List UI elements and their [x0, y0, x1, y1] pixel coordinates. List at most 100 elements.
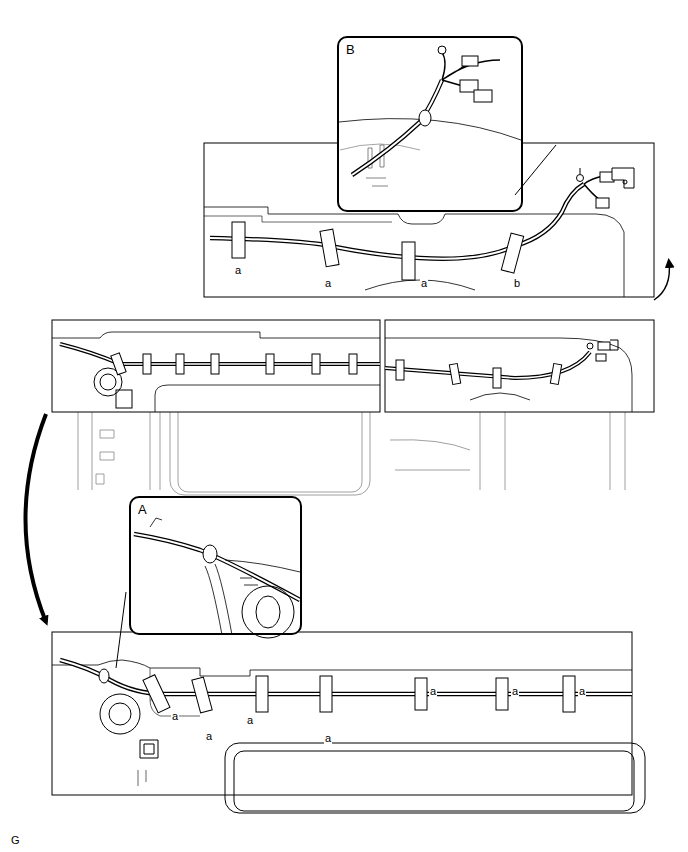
line-art: [550, 363, 561, 384]
line-art: [419, 110, 431, 126]
line-art: [612, 168, 634, 188]
line-art: [256, 676, 268, 712]
line-art: [52, 632, 632, 795]
line-art: [52, 320, 380, 412]
clamp-callout: a: [234, 264, 242, 276]
line-art: [385, 320, 654, 412]
line-art: [390, 440, 470, 470]
clamp-callout: a: [324, 732, 332, 744]
line-art: [78, 412, 160, 490]
clamp-callout: a: [578, 685, 586, 697]
line-art: [52, 660, 632, 676]
line-art: [232, 222, 245, 258]
line-art: [100, 694, 140, 734]
line-art: [339, 46, 521, 186]
line-art: [134, 518, 300, 638]
line-art: [138, 700, 160, 786]
line-art: [60, 660, 632, 694]
line-art: [52, 332, 380, 338]
line-art: [654, 262, 669, 300]
line-art: [140, 740, 158, 758]
line-art: [134, 534, 300, 600]
line-art: [496, 678, 508, 710]
line-art: [438, 46, 446, 54]
line-art: [337, 36, 523, 212]
line-art: [155, 385, 380, 412]
line-art: [396, 360, 404, 380]
clamp-callout: a: [171, 710, 179, 722]
line-art: [580, 168, 581, 174]
line-art: [52, 660, 645, 813]
line-art: [598, 342, 610, 350]
line-art: [111, 353, 126, 375]
line-art: [143, 675, 575, 713]
line-art: [352, 80, 442, 175]
line-art: [480, 412, 625, 490]
line-art: [352, 80, 442, 175]
line-art: [134, 534, 300, 600]
line-art: [203, 545, 217, 563]
line-art: [111, 353, 357, 375]
clamp-callout: a: [420, 277, 428, 289]
line-art: [109, 703, 131, 725]
line-art: [320, 676, 332, 712]
line-art: [96, 430, 114, 484]
line-art: [256, 596, 280, 628]
line-art: [99, 669, 109, 683]
line-art: [205, 564, 232, 635]
clamp-callout: a: [511, 685, 519, 697]
line-art: [385, 338, 632, 412]
line-art: [225, 560, 300, 572]
clamp-callout: a: [324, 277, 332, 289]
line-art: [470, 393, 530, 400]
line-art: [129, 496, 302, 635]
line-art: [178, 402, 362, 492]
detail-callout-box: B: [337, 36, 523, 212]
clamp-callout: a: [429, 685, 437, 697]
line-art: [232, 222, 524, 280]
line-art: [176, 354, 184, 374]
line-art: [349, 354, 357, 374]
line-art: [204, 216, 392, 222]
line-art: [474, 90, 492, 102]
line-art: [150, 518, 162, 527]
line-art: [116, 390, 132, 408]
line-art: [225, 743, 645, 813]
line-art: [610, 340, 618, 350]
line-art: [204, 207, 624, 297]
line-art: [211, 354, 219, 374]
figure-code: G: [10, 834, 21, 846]
line-art: [60, 344, 380, 364]
line-art: [266, 354, 274, 374]
line-art: [100, 374, 116, 390]
line-art: [449, 363, 460, 384]
line-art: [192, 677, 212, 713]
line-art: [396, 360, 562, 388]
line-art: [577, 175, 584, 182]
callout-letter: A: [138, 502, 147, 517]
line-art: [234, 751, 634, 811]
callout-letter: B: [346, 42, 355, 57]
line-art: [60, 344, 380, 364]
line-art: [587, 343, 593, 349]
line-art: [385, 338, 632, 412]
clamp-callout: a: [205, 730, 213, 742]
line-art: [596, 354, 606, 361]
line-art: [563, 676, 575, 712]
line-art: [402, 242, 415, 280]
line-art: [240, 578, 258, 585]
line-art: [623, 180, 627, 184]
line-art: [462, 56, 478, 66]
line-art: [493, 368, 501, 388]
line-art: [312, 354, 320, 374]
line-art: [52, 332, 380, 412]
clamp-callout: b: [513, 277, 521, 289]
line-art: [60, 660, 632, 694]
line-art: [116, 592, 126, 668]
line-art: [596, 198, 609, 208]
clamp-callout: a: [246, 714, 254, 726]
line-art: [242, 586, 294, 638]
line-art: [143, 354, 151, 374]
line-art: [26, 414, 47, 622]
